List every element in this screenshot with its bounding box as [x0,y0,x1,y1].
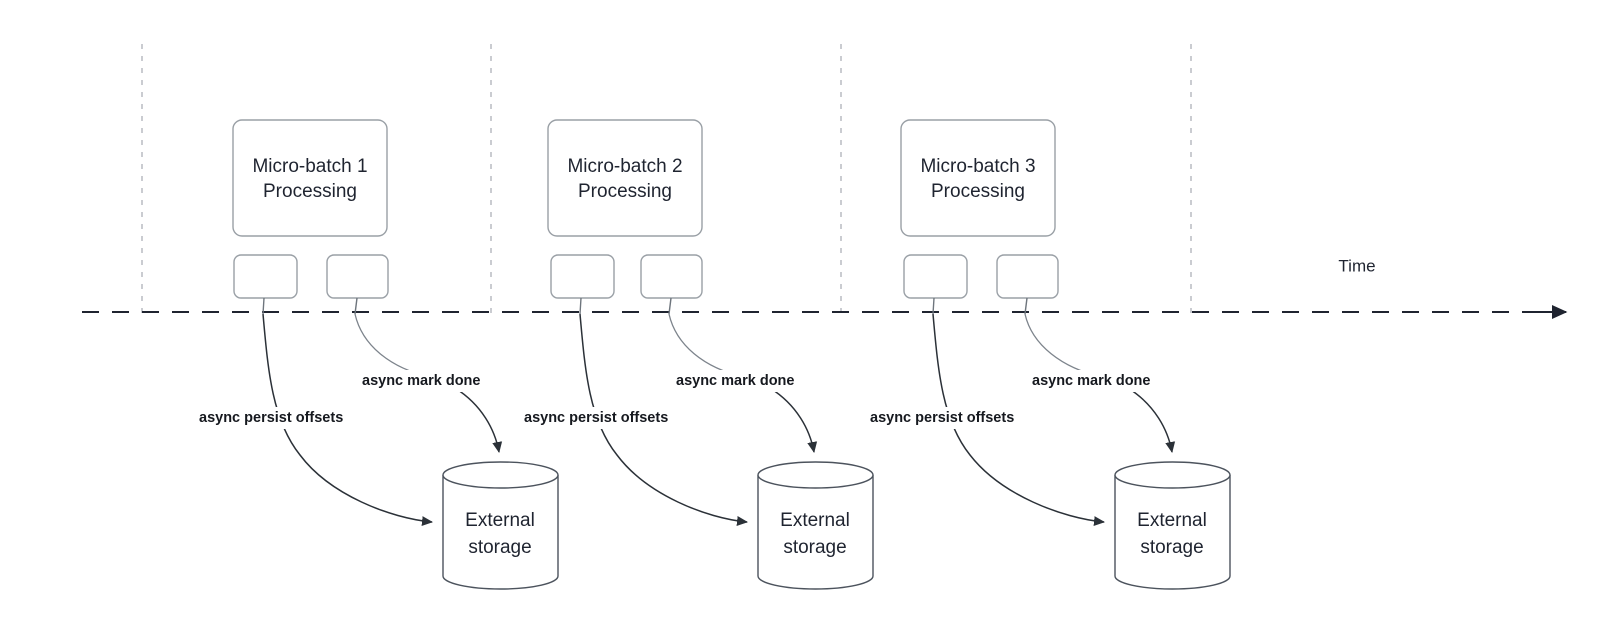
micro-batch-3-persist-offsets-task[interactable] [903,254,968,299]
micro-batch-1-async-mark-done-edge-upper [354,313,431,378]
micro-batch-2-async-mark-done-label: async mark done [676,373,794,389]
micro-batch-2-mark-done-label-halo [674,370,814,392]
micro-batch-1-title-line2: Processing [263,181,357,202]
micro-batch-2-persist-label-halo [521,407,699,429]
micro-batch-2-mark-done-task[interactable] [640,254,703,299]
micro-batch-1-mark-done-stub [354,297,358,315]
micro-batch-2-group: Micro-batch 2 Processing External storag… [521,119,874,590]
external-storage-2-label-line2: storage [783,537,846,558]
micro-batch-2-persist-stub [579,297,582,315]
micro-batch-3-async-persist-offsets-label: async persist offsets [870,410,1014,426]
micro-batch-2-async-mark-done-edge-upper [668,313,745,378]
external-storage-2-label-line1: External [780,510,850,531]
micro-batch-2-async-persist-offsets-label: async persist offsets [524,410,668,426]
micro-batch-2-async-mark-done-edge-lower [769,387,818,453]
micro-batch-1-async-mark-done-label: async mark done [362,373,480,389]
micro-batch-3-mark-done-stub [1024,297,1028,315]
micro-batch-3-persist-stub [932,297,935,315]
external-storage-1-label-line2: storage [468,537,531,558]
micro-batch-3-processing-box[interactable] [900,119,1056,237]
micro-batch-1-processing-box[interactable] [232,119,388,237]
micro-batch-1-mark-done-label-halo [360,370,500,392]
batch-boundary-lines [141,44,1192,318]
micro-batch-1-async-mark-done-edge-lower [454,387,503,453]
micro-batch-3-title-line1: Micro-batch 3 [920,156,1035,177]
external-storage-1[interactable]: External storage [442,461,559,590]
external-storage-2[interactable]: External storage [757,461,874,590]
micro-batch-2-async-persist-offsets-edge [579,313,748,527]
micro-batch-3-persist-label-halo [867,407,1045,429]
micro-batch-3-group: Micro-batch 3 Processing External storag… [867,119,1231,590]
micro-batch-1-persist-label-halo [196,407,374,429]
micro-batch-3-title-line2: Processing [931,181,1025,202]
micro-batch-2-title-line1: Micro-batch 2 [567,156,682,177]
external-storage-3-label-line2: storage [1140,537,1203,558]
external-storage-2-top [757,461,874,489]
time-axis-label: Time [1338,256,1375,275]
external-storage-3[interactable]: External storage [1114,461,1231,590]
micro-batch-3-mark-done-label-halo [1030,370,1172,392]
micro-batch-1-mark-done-task[interactable] [326,254,389,299]
micro-batch-1-title-line1: Micro-batch 1 [252,156,367,177]
micro-batch-2-processing-box[interactable] [547,119,703,237]
external-storage-3-label-line1: External [1137,510,1207,531]
micro-batch-3-async-mark-done-edge-upper [1024,313,1103,378]
external-storage-3-top [1114,461,1231,489]
external-storage-1-top [442,461,559,489]
external-storage-1-body [442,475,559,590]
external-storage-1-label-line1: External [465,510,535,531]
micro-batch-2-persist-offsets-task[interactable] [550,254,615,299]
micro-batch-3-async-mark-done-edge-lower [1127,387,1176,453]
micro-batch-1-group: Micro-batch 1 Processing External storag… [196,119,559,590]
micro-batch-1-async-persist-offsets-label: async persist offsets [199,410,343,426]
external-storage-2-body [757,475,874,590]
micro-batch-1-persist-offsets-task[interactable] [233,254,298,299]
external-storage-3-body [1114,475,1231,590]
micro-batch-3-async-persist-offsets-edge [932,313,1105,527]
micro-batch-1-persist-stub [262,297,265,315]
micro-batch-2-title-line2: Processing [578,181,672,202]
micro-batch-3-mark-done-task[interactable] [996,254,1059,299]
micro-batch-3-async-mark-done-label: async mark done [1032,373,1150,389]
micro-batch-2-mark-done-stub [668,297,672,315]
micro-batch-1-async-persist-offsets-edge [262,313,433,527]
